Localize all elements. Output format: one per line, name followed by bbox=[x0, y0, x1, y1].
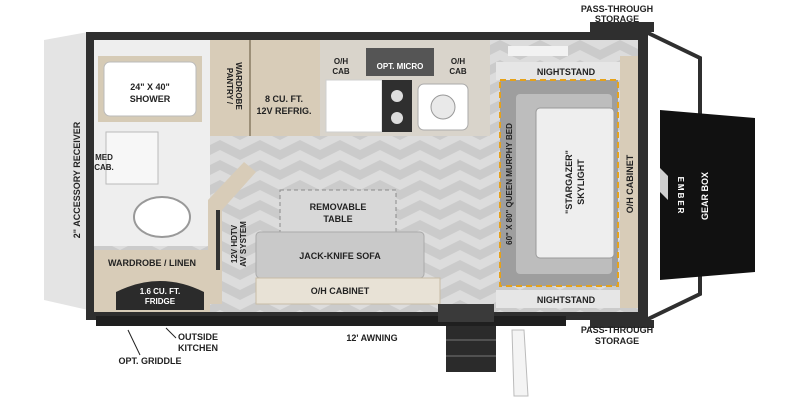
window-top bbox=[508, 46, 568, 56]
door-swing bbox=[511, 329, 529, 397]
removable-table-l1: REMOVABLE bbox=[310, 202, 367, 212]
awning-label: 12' AWNING bbox=[346, 333, 397, 343]
tongue-area bbox=[44, 32, 88, 310]
refrig-label-l1: 8 CU. FT. bbox=[265, 94, 303, 104]
hdtv-label-l2: AV SYSTEM bbox=[239, 221, 248, 267]
outside-kitchen-l2: KITCHEN bbox=[178, 343, 218, 353]
entry-steps bbox=[446, 326, 496, 372]
pass-through-bottom-l1: PASS-THROUGH bbox=[581, 325, 653, 335]
wardrobe-linen-label: WARDROBE / LINEN bbox=[108, 258, 196, 268]
murphy-bed-label: 60" X 80" QUEEN MURPHY BED bbox=[505, 123, 514, 245]
outside-fridge bbox=[116, 281, 204, 310]
gear-box-label: GEAR BOX bbox=[700, 172, 710, 220]
sofa-label: JACK-KNIFE SOFA bbox=[299, 251, 381, 261]
removable-table-l2: TABLE bbox=[323, 214, 352, 224]
brand-label: EMBER bbox=[676, 177, 685, 216]
pass-through-storage-top bbox=[590, 22, 654, 32]
med-cab-label-l2: CAB. bbox=[94, 163, 114, 172]
awning-rail bbox=[96, 316, 566, 326]
oh-cabinet-right-label: O/H CABINET bbox=[625, 154, 635, 213]
nightstand-top-label: NIGHTSTAND bbox=[537, 67, 596, 77]
stargazer-skylight bbox=[535, 107, 615, 259]
oh-cabinet-bottom-label: O/H CABINET bbox=[311, 286, 370, 296]
med-cab-label-l1: MED bbox=[95, 153, 113, 162]
bath-sink bbox=[105, 131, 159, 185]
pantry-label-l2: WARDROBE bbox=[234, 62, 243, 110]
fridge-label-l1: 1.6 CU. FT. bbox=[140, 287, 180, 296]
gear-box bbox=[660, 110, 755, 280]
pantry-refrig-cabinet bbox=[210, 40, 320, 136]
removable-table bbox=[279, 189, 397, 237]
opt-micro-label: OPT. MICRO bbox=[377, 62, 424, 71]
skylight-label-l1: "STARGAZER" bbox=[564, 150, 574, 214]
cooktop bbox=[382, 80, 412, 132]
entry-door bbox=[438, 304, 494, 322]
tv-screen bbox=[216, 210, 220, 270]
oh-cab-right-l2: CAB bbox=[449, 67, 467, 76]
opt-micro-box bbox=[366, 48, 434, 76]
oh-cab-right-l1: O/H bbox=[451, 57, 465, 66]
oh-cab-left-l2: CAB bbox=[332, 67, 350, 76]
ember-logo-mark bbox=[652, 160, 668, 200]
nightstand-bottom-label: NIGHTSTAND bbox=[537, 295, 596, 305]
skylight-label-l2: SKYLIGHT bbox=[576, 159, 586, 205]
pass-through-bottom-l2: STORAGE bbox=[595, 336, 639, 346]
shower-label: SHOWER bbox=[130, 94, 171, 104]
shower-pan bbox=[103, 61, 197, 117]
accessory-receiver-label: 2" ACCESSORY RECEIVER bbox=[72, 121, 82, 238]
oh-cab-left-l1: O/H bbox=[334, 57, 348, 66]
pass-through-storage-bottom bbox=[590, 320, 654, 328]
counter-top bbox=[325, 79, 383, 133]
oh-cabinet-bottom bbox=[255, 277, 441, 305]
oh-cabinet-right bbox=[620, 56, 638, 308]
pass-through-top-l1: PASS-THROUGH bbox=[581, 4, 653, 14]
shower-size-label: 24" X 40" bbox=[130, 82, 170, 92]
nightstand-bottom bbox=[496, 290, 620, 308]
pass-through-top-l2: STORAGE bbox=[595, 14, 639, 24]
pantry-label-l1: PANTRY / bbox=[225, 68, 234, 105]
fridge-label-l2: FRIDGE bbox=[145, 297, 176, 306]
outside-kitchen-l1: OUTSIDE bbox=[178, 332, 218, 342]
toilet bbox=[133, 196, 191, 238]
refrig-label-l2: 12V REFRIG. bbox=[256, 106, 311, 116]
nightstand-top bbox=[496, 62, 620, 80]
opt-griddle-label: OPT. GRIDDLE bbox=[118, 356, 181, 366]
hdtv-label-l1: 12V HDTV bbox=[230, 224, 239, 263]
